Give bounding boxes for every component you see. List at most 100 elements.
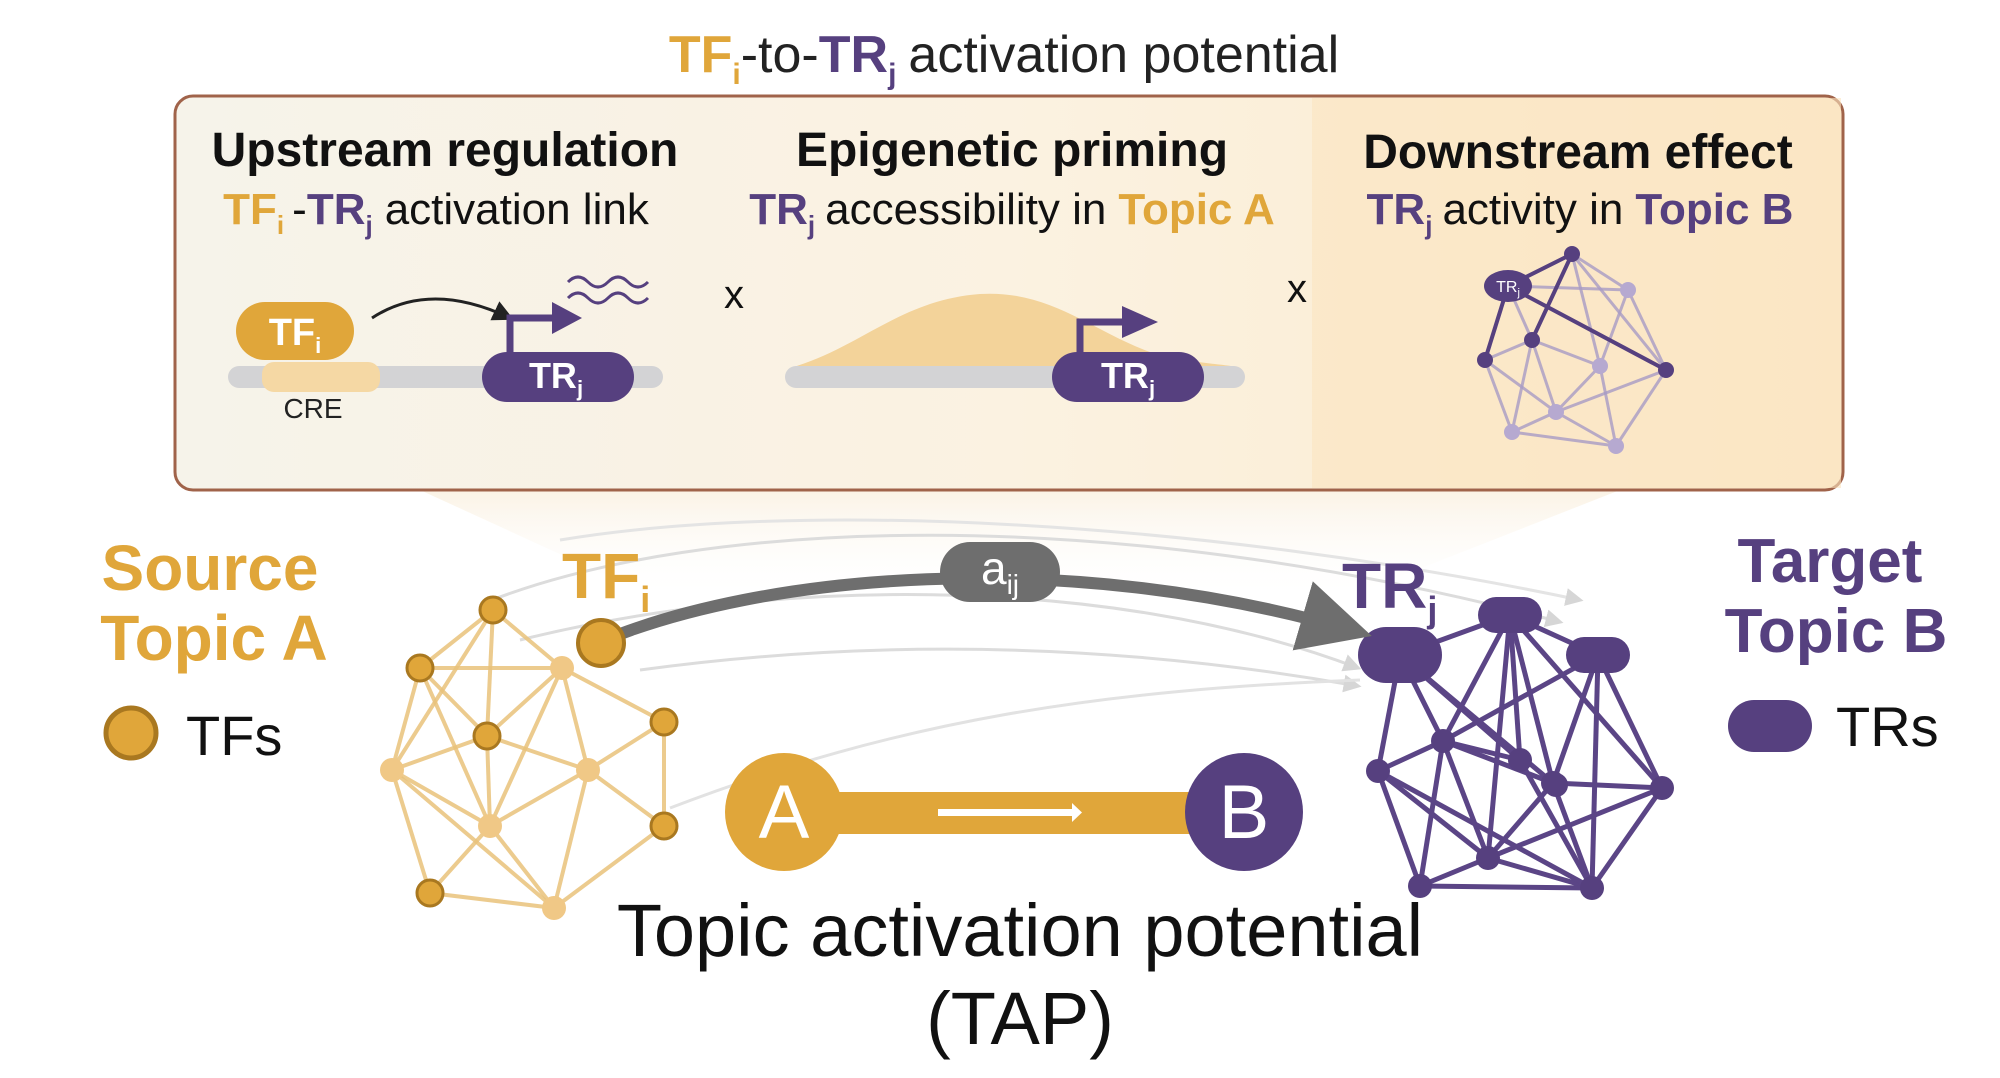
network-edge: [486, 734, 589, 772]
network-edge: [1598, 365, 1618, 447]
mini-network-node: [1504, 424, 1520, 440]
network-edge: [418, 667, 492, 827]
topic-b-label: B: [1219, 770, 1270, 855]
network-edge: [1589, 786, 1665, 890]
priming-title: Epigenetic priming: [796, 124, 1228, 177]
network-edge: [1511, 410, 1557, 434]
network-edge: [1614, 369, 1668, 447]
network-edge: [1626, 289, 1668, 371]
tss-arrow-2: [1076, 318, 1125, 352]
cre-label: CRE: [283, 393, 342, 424]
network-edge: [1555, 368, 1667, 414]
network-edge: [1484, 338, 1533, 362]
tfs-legend-label: TFs: [186, 704, 282, 767]
target-network-node: [1431, 729, 1455, 753]
network-edge: [1570, 253, 1602, 367]
mini-network-node: [1608, 438, 1624, 454]
network-edge: [552, 824, 666, 910]
network-edge: [1530, 339, 1558, 413]
source-label-1: Source: [102, 532, 319, 604]
network-edge: [1485, 614, 1513, 859]
network-edge: [418, 608, 495, 670]
header-tr: TR: [819, 26, 888, 84]
network-edge: [429, 891, 555, 910]
source-network-tf-node: [649, 707, 679, 737]
tf-protein: [236, 302, 354, 360]
tf-i-node: [576, 618, 626, 668]
downstream-title: Downstream effect: [1363, 126, 1792, 179]
source-network-tf-node: [415, 878, 445, 908]
topic-bar-arrow-shaft: [938, 809, 1078, 816]
mini-network-strong-edge: [1507, 284, 1667, 372]
mini-network-node: [1620, 282, 1636, 298]
aij-label: aij: [981, 542, 1019, 600]
network-edge: [488, 824, 556, 910]
tap-title-line2: (TAP): [926, 977, 1114, 1060]
network-edge: [1483, 359, 1514, 433]
target-network-node: [1408, 874, 1432, 898]
header-to: -to-: [741, 26, 819, 84]
source-network-tf-node: [472, 721, 502, 751]
header-rest: activation potential: [908, 26, 1339, 84]
target-network-node: [1476, 846, 1500, 870]
target-network-node: [1508, 748, 1532, 772]
network-edge: [1595, 653, 1665, 790]
network-edge: [1508, 613, 1664, 790]
network-edge: [1441, 652, 1600, 744]
target-network: [1358, 597, 1674, 900]
network-edge: [391, 734, 488, 772]
aij-badge: [940, 542, 1060, 602]
tap-title-line1: Topic activation potential: [617, 889, 1423, 972]
source-network: [380, 595, 679, 920]
tf-tr-link-arrow: [597, 572, 1372, 651]
multiply-sign-2: x: [1287, 267, 1307, 311]
network-edge: [1531, 338, 1601, 368]
target-network-tr-node: [1566, 637, 1630, 673]
trs-legend-icon: [1728, 700, 1812, 752]
accessibility-peak: [790, 293, 1240, 368]
header-tr-sub: j: [887, 58, 896, 91]
target-network-node: [1366, 759, 1390, 783]
network-edge: [391, 768, 491, 828]
network-edge: [1484, 358, 1557, 414]
network-edge: [1440, 740, 1491, 859]
source-label-2: Topic A: [100, 602, 328, 674]
source-network-tf-node: [478, 595, 508, 625]
network-edge: [1442, 738, 1521, 763]
network-edge: [1598, 289, 1630, 367]
header-tf-sub: i: [732, 58, 740, 91]
network-edge: [390, 769, 432, 894]
network-edge: [1589, 654, 1601, 889]
network-edge: [489, 768, 589, 828]
trs-legend-label: TRs: [1836, 695, 1939, 758]
network-edge: [485, 666, 564, 738]
source-network-node: [576, 758, 600, 782]
tf-i-label: TFi: [562, 540, 650, 620]
network-edge: [488, 667, 564, 827]
tr-j-node: [1358, 627, 1442, 683]
source-network-node: [542, 896, 566, 920]
network-edge: [390, 768, 556, 910]
network-edge: [1487, 855, 1593, 891]
tss-arrowhead-1: [552, 302, 582, 334]
network-edge: [1550, 782, 1595, 889]
network-edge: [1555, 410, 1617, 448]
mini-network-strong-edge: [1530, 253, 1574, 341]
activation-arrow: [371, 297, 514, 321]
network-edge: [1440, 613, 1513, 743]
multiply-sign-1: x: [724, 273, 744, 317]
network-edge: [561, 666, 665, 724]
tr-gene-1-label: TRj: [529, 355, 583, 401]
topic-a-label: A: [759, 770, 810, 855]
tr-gene-2-label: TRj: [1101, 355, 1155, 401]
network-edge: [1507, 614, 1523, 761]
network-edge: [428, 824, 492, 895]
tf-protein-label: TFi: [269, 312, 322, 358]
source-network-node: [550, 656, 574, 680]
source-network-node: [380, 758, 404, 782]
target-label-2: Topic B: [1725, 597, 1948, 666]
